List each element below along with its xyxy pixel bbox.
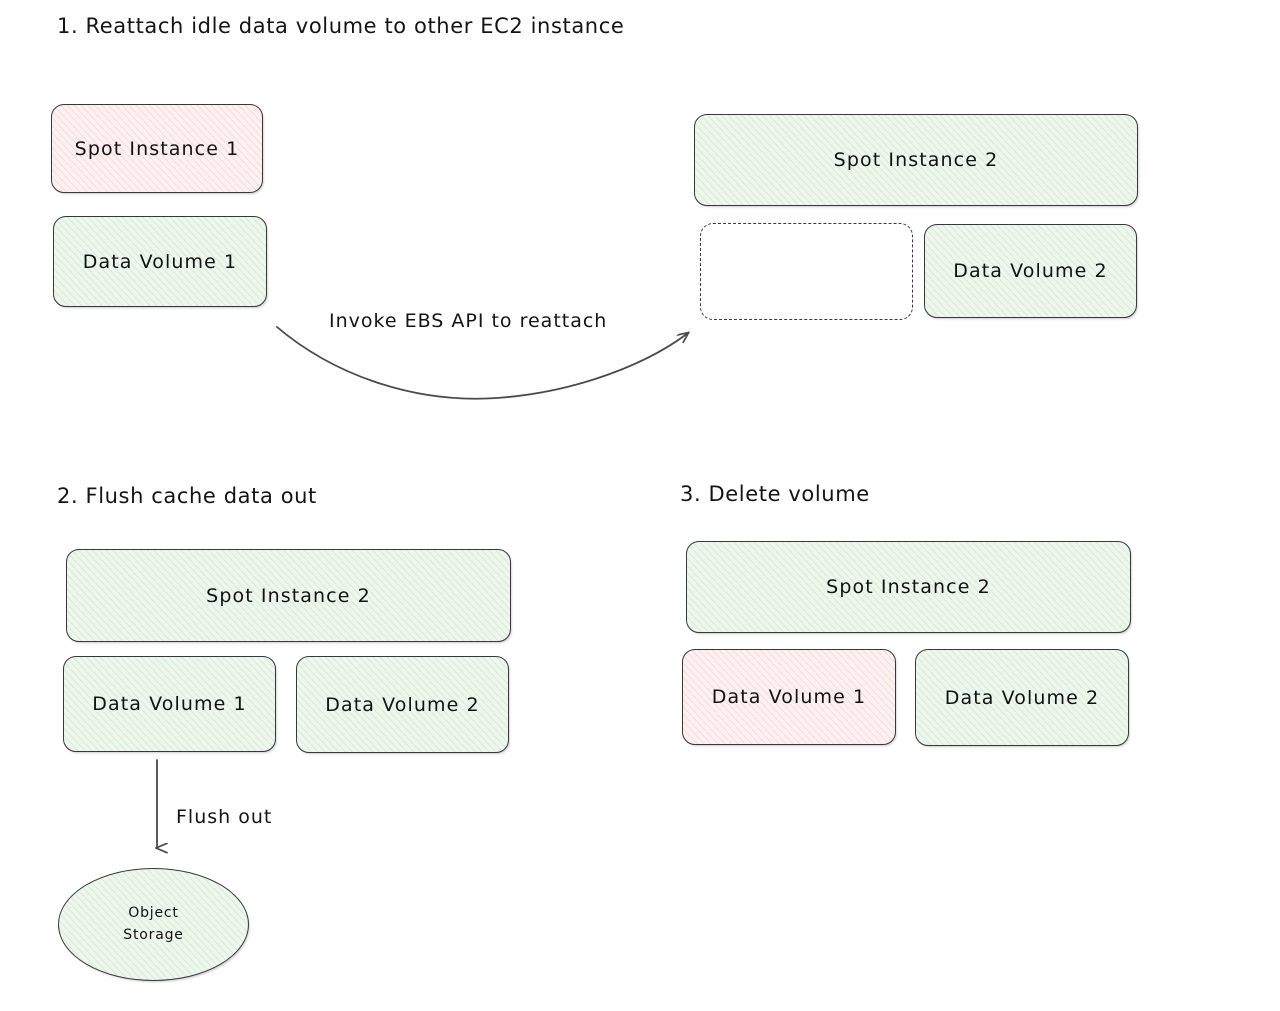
- node-s2-spot-instance-2[interactable]: Spot Instance 2: [66, 549, 511, 642]
- section-3-heading: 3. Delete volume: [680, 482, 870, 506]
- node-spot-instance-2[interactable]: Spot Instance 2: [694, 114, 1138, 206]
- node-empty-volume-slot[interactable]: [700, 223, 913, 320]
- node-label: Spot Instance 2: [833, 149, 999, 171]
- section-2-heading: 2. Flush cache data out: [57, 484, 317, 508]
- node-label: Spot Instance 2: [826, 576, 991, 598]
- node-s2-data-volume-2[interactable]: Data Volume 2: [296, 656, 509, 753]
- node-s3-data-volume-2[interactable]: Data Volume 2: [915, 649, 1129, 746]
- node-label: Data Volume 2: [325, 693, 480, 716]
- node-data-volume-2[interactable]: Data Volume 2: [924, 224, 1137, 318]
- node-label: Data Volume 1: [711, 686, 867, 708]
- edge-label-invoke-ebs-api: Invoke EBS API to reattach: [327, 310, 610, 332]
- node-label: Data Volume 1: [82, 250, 238, 273]
- node-spot-instance-1[interactable]: Spot Instance 1: [51, 104, 263, 193]
- section-1-heading: 1. Reattach idle data volume to other EC…: [57, 14, 625, 38]
- node-s2-data-volume-1[interactable]: Data Volume 1: [63, 656, 276, 752]
- node-label: Data Volume 2: [953, 260, 1108, 282]
- arrow-reattach: [276, 326, 688, 400]
- node-label: Data Volume 2: [944, 686, 1100, 709]
- node-label: Spot Instance 1: [74, 137, 240, 160]
- node-label: Data Volume 1: [92, 693, 247, 715]
- node-s3-data-volume-1[interactable]: Data Volume 1: [682, 649, 896, 745]
- node-label: Spot Instance 2: [206, 584, 371, 607]
- object-storage-line-2: Storage: [123, 926, 184, 943]
- node-data-volume-1[interactable]: Data Volume 1: [53, 216, 267, 307]
- edge-label-flush-out: Flush out: [174, 806, 275, 828]
- node-s3-spot-instance-2[interactable]: Spot Instance 2: [686, 541, 1131, 633]
- object-storage-line-1: Object: [128, 904, 179, 921]
